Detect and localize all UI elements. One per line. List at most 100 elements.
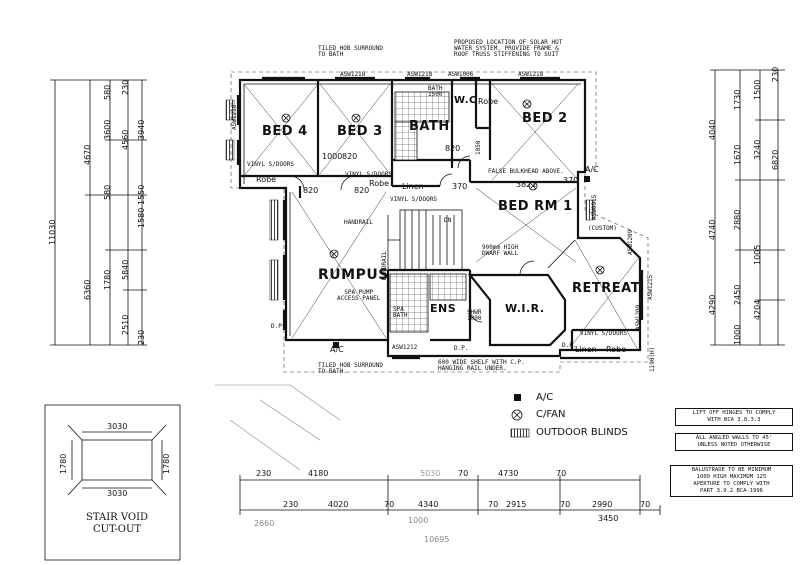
dim-bottom-faint: 1000: [408, 516, 429, 525]
note-tiled-hob-top: TILED HOB SURROUND TO BATH: [318, 45, 384, 58]
room-label-bed1: BED RM 1: [498, 199, 573, 214]
dim-right-outer: 6820: [771, 149, 780, 170]
ghost-lines: [215, 384, 341, 471]
note-downpipe: D.P.: [271, 323, 286, 330]
legend-blinds-label: OUTDOOR BLINDS: [536, 427, 628, 438]
ens-shower-tiles: [429, 273, 467, 301]
window-marks: [236, 76, 644, 360]
note-spa-pump: SPA PUMP ACCESS PANEL: [337, 289, 381, 302]
bath-tub: [394, 91, 450, 123]
window-tag: ASW1212: [392, 344, 418, 351]
dim-bottom: 70: [384, 500, 395, 509]
door-dim: 370: [452, 182, 468, 191]
dim-left: 4670: [83, 144, 92, 165]
stair-void-title: STAIR VOID CUT-OUT: [86, 512, 149, 535]
window-tag: ASW1209: [627, 229, 634, 255]
bath-floor-tiles: [394, 121, 418, 161]
roof-outline: [230, 71, 649, 373]
window-tag: ASW1209: [635, 304, 642, 330]
dim-bottom: 70: [488, 500, 499, 509]
dim-bottom: 2990: [592, 500, 613, 509]
dim-bottom-faint: 5030: [420, 469, 441, 478]
room-label-bath: BATH: [409, 119, 450, 134]
dim-right: 4204: [753, 299, 762, 320]
room-label-ens: ENS: [430, 302, 457, 315]
dim-bottom: 230: [283, 500, 299, 509]
door-dim: 3821: [516, 180, 537, 189]
dim-left: 3940: [137, 119, 146, 140]
dim-bottom: 70: [556, 469, 567, 478]
dim-left: 6360: [83, 279, 92, 300]
door-dim: 820: [354, 186, 370, 195]
linen-label: Linen: [575, 345, 597, 354]
staircase: [387, 209, 463, 271]
dim-left-outer: 11030: [48, 219, 57, 245]
robe-label: Robe: [256, 175, 277, 184]
note-custom: (CUSTOM): [588, 225, 617, 232]
dim-left: 1580: [137, 207, 146, 228]
note-solar-hot-water: PROPOSED LOCATION OF SOLAR HOT WATER SYS…: [454, 39, 563, 58]
note-shelf: 600 WIDE SHELF WITH C.P. HANGING RAIL UN…: [438, 359, 525, 372]
note-ac: A/C: [585, 165, 599, 174]
legend-icons: [510, 394, 530, 438]
dim-right: 1500: [753, 79, 762, 100]
room-label-bed4: BED 4: [262, 124, 308, 139]
room-label-bed3: BED 3: [337, 124, 383, 139]
note-ac: A/C: [330, 345, 344, 354]
fan-circle-icon: [511, 409, 523, 421]
outdoor-blind-marks: [225, 99, 595, 301]
note-bath-size: BATH 1500: [428, 85, 443, 98]
dim-bottom: 4340: [418, 500, 439, 509]
dim-left: 580: [103, 84, 112, 100]
linen-label: Linen: [402, 182, 424, 191]
dim-left: 4560: [121, 129, 130, 150]
door-swings: [289, 155, 535, 323]
dim-left: 1550: [137, 184, 146, 205]
dim-right: 4040: [708, 119, 717, 140]
note-box-lift-off-hinges: LIFT OFF HINGES TO COMPLY WITH BCA 3.8.3…: [675, 408, 793, 426]
window-tag: ASW1218: [407, 71, 433, 78]
right-dimension-lines: [710, 69, 785, 346]
dim-bottom-faint: 10695: [424, 535, 450, 544]
dim-right: 1670: [733, 144, 742, 165]
dim-bottom: 230: [256, 469, 272, 478]
note-vinyl-doors: VINYL S/DOORS: [345, 171, 392, 178]
note-downpipe: D.P.: [454, 345, 469, 352]
stair-void-dim-right: 1780: [162, 453, 171, 474]
dim-right: 3240: [753, 139, 762, 160]
dim-left: 230: [137, 329, 146, 345]
dim-bottom: 3450: [598, 514, 619, 523]
legend-cfan-label: C/FAN: [536, 409, 566, 420]
note-handrail: HANDRAIL: [344, 219, 373, 226]
door-dim: 820: [303, 186, 319, 195]
window-tag: ASW1218: [518, 71, 544, 78]
dim-bottom-faint: 2660: [254, 519, 275, 528]
dim-right: 4740: [708, 219, 717, 240]
dim-right: 1730: [733, 89, 742, 110]
dim-left: 1780: [103, 269, 112, 290]
robe-label: Robe: [606, 345, 627, 354]
dim-bottom: 70: [458, 469, 469, 478]
window-tag: ASW1215: [647, 274, 654, 300]
room-label-wc: W.C: [454, 95, 477, 106]
door-dim: 820: [445, 144, 461, 153]
left-dimension-lines: [50, 79, 147, 346]
note-vinyl-doors: VINYL S/DOORS: [580, 330, 627, 337]
hip-lines: [243, 83, 641, 351]
spa-tiles: [389, 273, 429, 333]
note-vinyl-doors: VINYL S/DOORS: [247, 161, 294, 168]
dim-left: 2510: [121, 314, 130, 335]
note-false-bulkhead: FALSE BULKHEAD ABOVE.: [488, 168, 564, 175]
dim-bottom: 2915: [506, 500, 527, 509]
note-downpipe: D.P.: [562, 342, 577, 349]
room-label-bed2: BED 2: [522, 111, 568, 126]
door-dim: 1050: [475, 140, 482, 155]
stair-void-dim-bottom: 3030: [107, 489, 128, 498]
dim-right: 4290: [708, 294, 717, 315]
room-label-rumpus: RUMPUS: [318, 267, 389, 283]
door-dim: 820: [342, 152, 358, 161]
dim-bottom: 4020: [328, 500, 349, 509]
note-box-balustrade: BALUSTRADE TO BE MINIMUM 1000 HIGH MAXIM…: [670, 465, 793, 497]
stair-void-dim-left: 1780: [59, 453, 68, 474]
